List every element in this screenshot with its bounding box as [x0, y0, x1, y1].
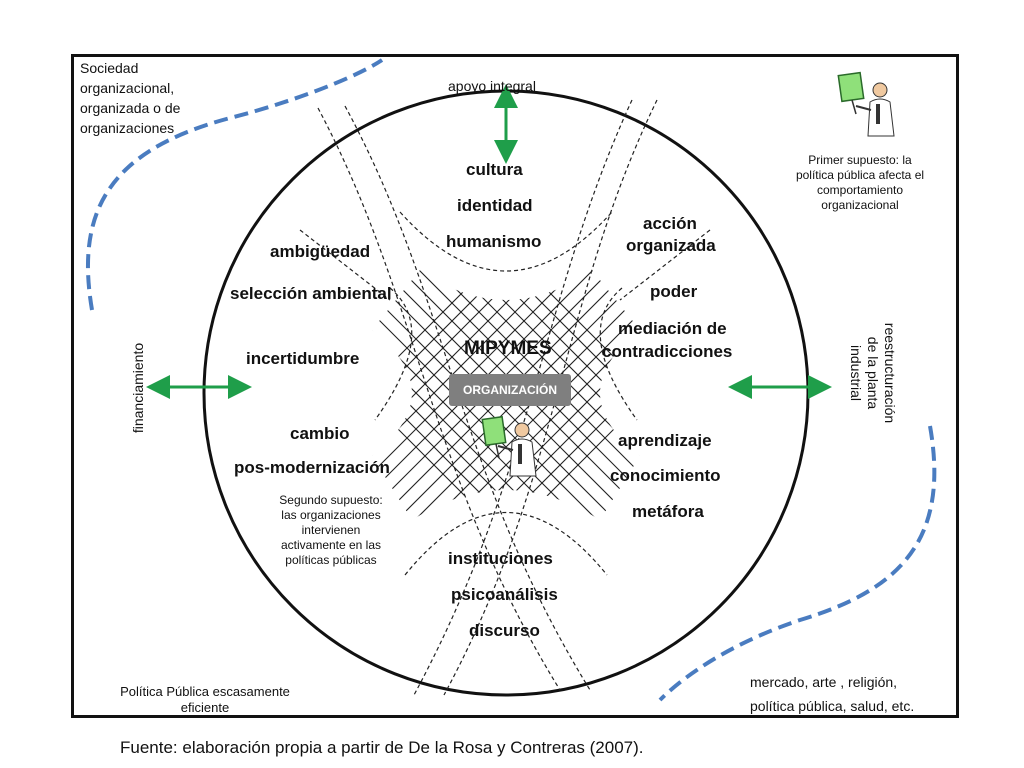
inner-boundaries	[374, 211, 638, 576]
mesh-line	[372, 270, 547, 520]
mesh-line	[519, 270, 640, 520]
policy-note: Política Pública escasamente eficiente	[120, 684, 290, 715]
mesh-line	[372, 270, 493, 520]
presenter-icon	[837, 71, 895, 137]
left-arrow-label: financiamiento	[130, 342, 146, 434]
green-arrows	[146, 84, 832, 399]
mesh-line	[465, 270, 640, 520]
mesh-line	[372, 270, 565, 520]
mesh-line	[519, 270, 640, 520]
society-note: Sociedad organizacional, organizada o de…	[80, 60, 181, 136]
lower-right-label-1: aprendizaje	[618, 431, 712, 450]
mesh-line	[447, 270, 640, 520]
top-label-1: cultura	[466, 160, 523, 179]
society-curves	[85, 58, 937, 702]
top-label-2: identidad	[457, 196, 533, 215]
upper-right-label-4: mediación de	[618, 319, 727, 338]
right-arrow-label: reestructuración de la planta industrial	[848, 322, 898, 424]
lower-right-label-3: metáfora	[632, 502, 704, 521]
upper-right-label-2: organizada	[626, 236, 716, 255]
organization-badge: ORGANIZACIÓN	[449, 374, 571, 406]
center-title: MIPYMES	[464, 338, 552, 359]
market-note: mercado, arte , religión, política públi…	[750, 674, 915, 714]
second-assumption-note: Segundo supuesto: las organizaciones int…	[279, 493, 383, 567]
first-assumption-note: Primer supuesto: la política pública afe…	[795, 153, 925, 212]
upper-right-label-3: poder	[650, 282, 698, 301]
presenter-icon	[481, 415, 537, 477]
source-caption: Fuente: elaboración propia a partir de D…	[120, 738, 644, 757]
upper-left-label-2: selección ambiental	[230, 284, 392, 303]
bottom-label-3: discurso	[469, 621, 540, 640]
bottom-label-1: instituciones	[448, 549, 553, 568]
top-label-3: humanismo	[446, 232, 542, 251]
lower-left-label-1: cambio	[290, 424, 350, 443]
top-arrow-label: apoyo integral	[448, 78, 536, 94]
bottom-label-2: psicoanálisis	[451, 585, 558, 604]
upper-right-label-5: contradicciones	[602, 342, 733, 361]
lower-left-label-2: pos-modernización	[234, 458, 390, 477]
upper-right-label-1: acción	[643, 214, 697, 233]
upper-left-label-1: ambigüedad	[270, 242, 371, 261]
lower-right-label-2: conocimiento	[610, 466, 721, 485]
mesh-line	[372, 270, 493, 520]
upper-left-label-3: incertidumbre	[246, 349, 360, 368]
diagram-frame	[71, 54, 959, 718]
